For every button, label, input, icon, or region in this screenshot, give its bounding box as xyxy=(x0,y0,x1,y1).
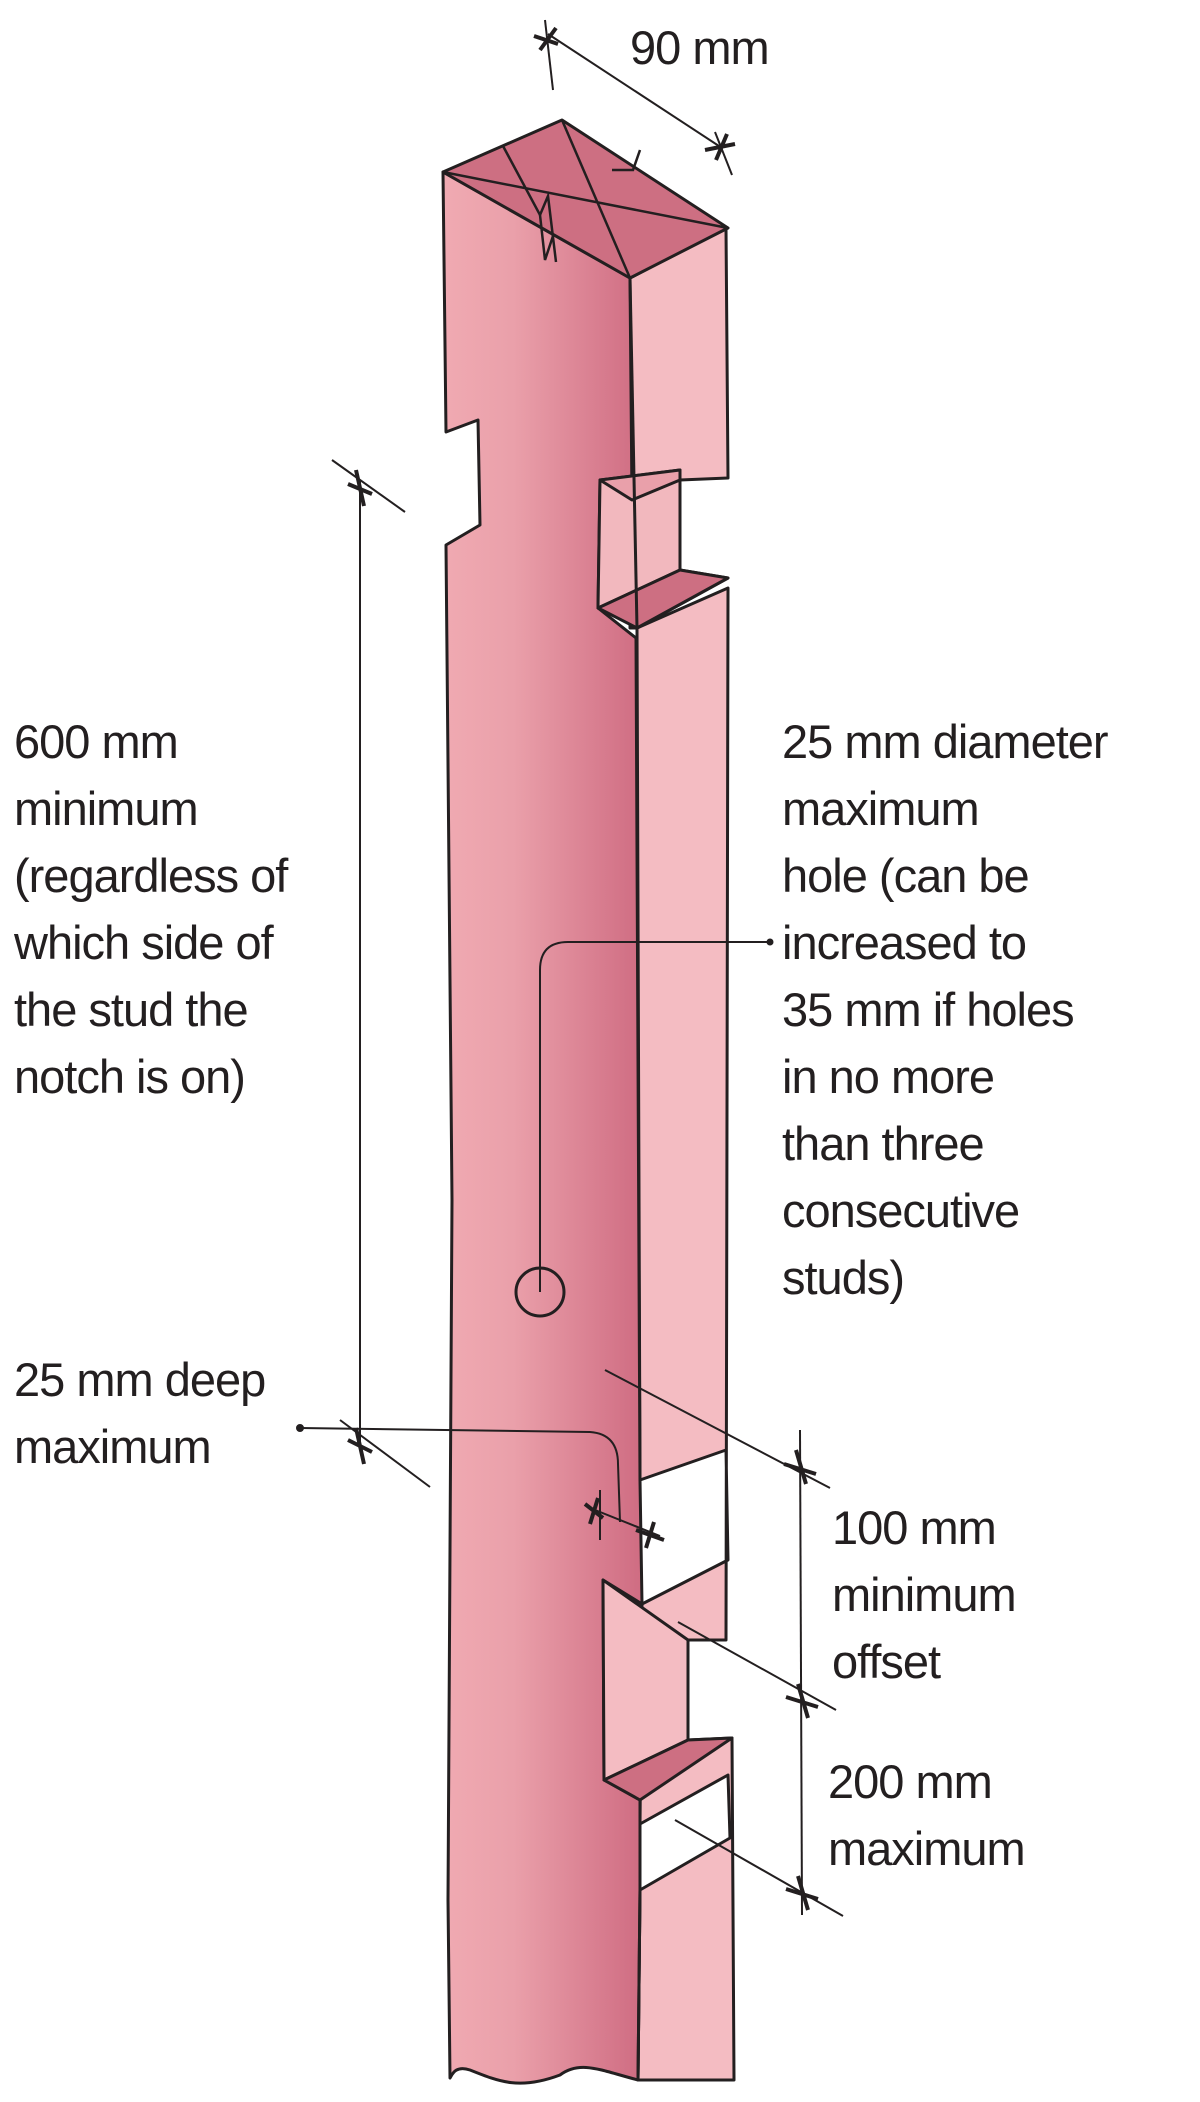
hole-line-8: consecutive xyxy=(782,1184,1020,1237)
dimension-lines xyxy=(296,19,844,1917)
offset-line-2: minimum xyxy=(832,1568,1017,1621)
notch-length-line-1: 200 mm xyxy=(828,1755,993,1808)
notch-length-line-2: maximum xyxy=(828,1822,1026,1875)
upper-notch-floor xyxy=(596,568,730,630)
timber-stud xyxy=(441,118,736,2085)
hole-line-7: than three xyxy=(782,1117,985,1170)
notch-spacing-line-3: (regardless of xyxy=(14,849,288,902)
stud-front-face xyxy=(441,170,644,2085)
hole-line-3: hole (can be xyxy=(782,849,1030,902)
hole-line-9: studs) xyxy=(782,1251,905,1304)
notch-depth-line-2: maximum xyxy=(14,1420,212,1473)
hole-line-5: 35 mm if holes xyxy=(782,983,1075,1036)
offset-line-3: offset xyxy=(832,1635,941,1688)
notch-spacing-line-1: 600 mm xyxy=(14,715,179,768)
notch-length-label: 200 mm maximum xyxy=(828,1748,1026,1882)
hole-line-4: increased to xyxy=(782,916,1027,969)
notch-spacing-label: 600 mm minimum (regardless of which side… xyxy=(14,708,288,1110)
notch-depth-line-1: 25 mm deep xyxy=(14,1353,266,1406)
width-label: 90 mm xyxy=(630,14,770,81)
notch-spacing-line-5: the stud the xyxy=(14,983,249,1036)
stud-corner-edge xyxy=(628,277,639,629)
hole-leader-dot xyxy=(766,938,774,946)
stud-lower-corner-edge xyxy=(636,1889,642,2081)
top-face-cross xyxy=(442,119,729,279)
notch-spacing-line-6: notch is on) xyxy=(14,1050,246,1103)
hole-line-6: in no more xyxy=(782,1050,995,1103)
width-label-line: 90 mm xyxy=(630,21,770,74)
lower-notch-floor xyxy=(602,1736,734,1802)
offset-line-1: 100 mm xyxy=(832,1501,997,1554)
notch-spacing-line-4: which side of xyxy=(14,916,274,969)
hole-leader-line xyxy=(539,941,770,1292)
notch-depth-label: 25 mm deep maximum xyxy=(14,1346,266,1480)
stud-side-face-lower xyxy=(635,586,736,2082)
hole-line-1: 25 mm diameter xyxy=(782,715,1109,768)
offset-label: 100 mm minimum offset xyxy=(832,1494,1017,1695)
hole-label: 25 mm diameter maximum hole (can be incr… xyxy=(782,708,1109,1311)
upper-notch-ceiling xyxy=(598,468,682,502)
notch-spacing-line-2: minimum xyxy=(14,782,199,835)
hole-line-2: maximum xyxy=(782,782,980,835)
